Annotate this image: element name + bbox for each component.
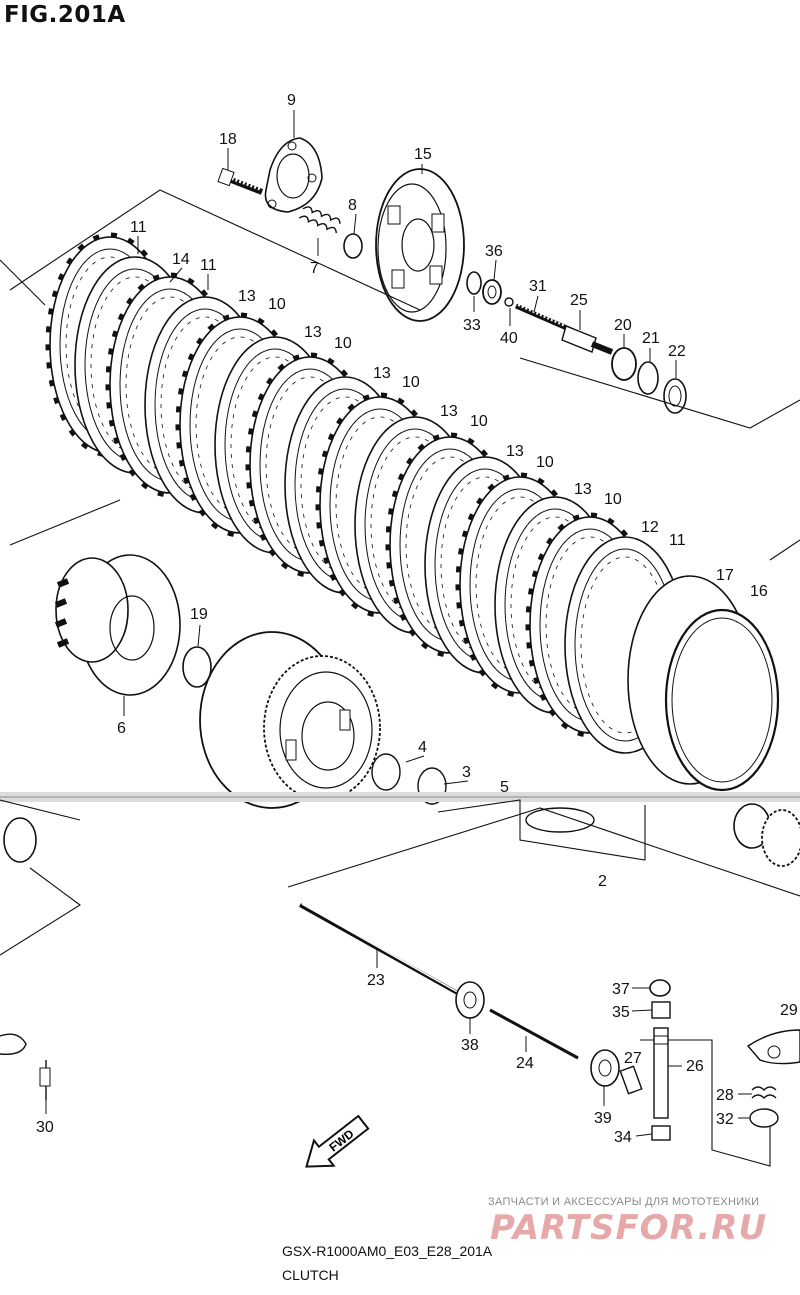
figure-title: FIG.201A [4,2,126,28]
callout-26: 26 [686,1058,704,1075]
callout-6: 6 [117,720,126,737]
callout-29: 29 [780,1002,798,1019]
callout-39: 39 [594,1110,612,1127]
callout-5: 5 [500,779,509,796]
leader-lines [45,110,752,1137]
callout-13-a: 13 [238,288,256,305]
push-rods [287,807,800,1087]
callout-10-b: 10 [334,335,352,352]
group-2-lines [0,799,646,956]
callout-4: 4 [418,739,427,756]
callout-16: 16 [750,583,768,600]
watermark-logo: PARTSFOR.RU [490,1208,768,1248]
primary-driven-gear-2 [199,631,381,809]
callout-13-e: 13 [506,443,524,460]
fwd-arrow: FWD [305,1114,370,1168]
callout-36: 36 [485,243,503,260]
callout-40: 40 [500,330,518,347]
callout-18: 18 [219,131,237,148]
callout-34: 34 [614,1129,632,1146]
callout-3: 3 [462,764,471,781]
sleeve-hub-6 [54,554,181,696]
callout-31: 31 [529,278,547,295]
callout-7: 7 [310,260,319,277]
clutch-plate-stack [48,235,780,792]
callout-10-c: 10 [402,374,420,391]
callout-30: 30 [36,1119,54,1136]
callout-35: 35 [612,1004,630,1021]
callout-22: 22 [668,343,686,360]
callout-24: 24 [516,1055,534,1072]
callout-38: 38 [461,1037,479,1054]
stack-frame-lines [0,189,800,561]
pressure-plate-15 [375,168,465,322]
callout-17: 17 [716,567,734,584]
callout-11-c: 11 [669,532,686,549]
callout-8: 8 [348,197,357,214]
release-shaft-26 [619,979,800,1167]
model-code: GSX-R1000AM0_E03_E28_201A [282,1243,493,1259]
bolt-18-drawing [217,167,264,195]
pressure-plate-group [217,137,687,414]
callout-21: 21 [642,330,660,347]
watermark-caption: ЗАПЧАСТИ И АКСЕССУАРЫ ДЛЯ МОТОТЕХНИКИ [488,1196,760,1208]
callout-10-a: 10 [268,296,286,313]
callout-10-e: 10 [536,454,554,471]
callout-32: 32 [716,1111,734,1128]
spring-7-drawing [298,206,341,234]
callout-23: 23 [367,972,385,989]
callout-15: 15 [414,146,432,163]
callout-13-b: 13 [304,324,322,341]
callout-10-f: 10 [604,491,622,508]
callout-19: 19 [190,606,208,623]
callout-12: 12 [641,519,659,536]
spacer-4 [371,753,401,791]
callout-10-d: 10 [470,413,488,430]
callout-13-c: 13 [373,365,391,382]
callout-14: 14 [172,251,190,268]
callout-13-f: 13 [574,481,592,498]
section-name: CLUTCH [282,1267,339,1283]
callout-27: 27 [624,1050,642,1067]
callout-28: 28 [716,1087,734,1104]
callout-20: 20 [614,317,632,334]
callout-9: 9 [287,92,296,109]
callout-25: 25 [570,292,588,309]
callout-11-b: 11 [200,257,217,274]
callout-13-d: 13 [440,403,458,420]
washer-19 [182,646,212,688]
callout-11-a: 11 [130,219,147,236]
callout-33: 33 [463,317,481,334]
callout-2: 2 [598,873,607,890]
callout-37: 37 [612,981,630,998]
callout-labels: 9 18 15 8 7 36 33 31 40 25 20 21 22 11 1… [36,92,798,1146]
